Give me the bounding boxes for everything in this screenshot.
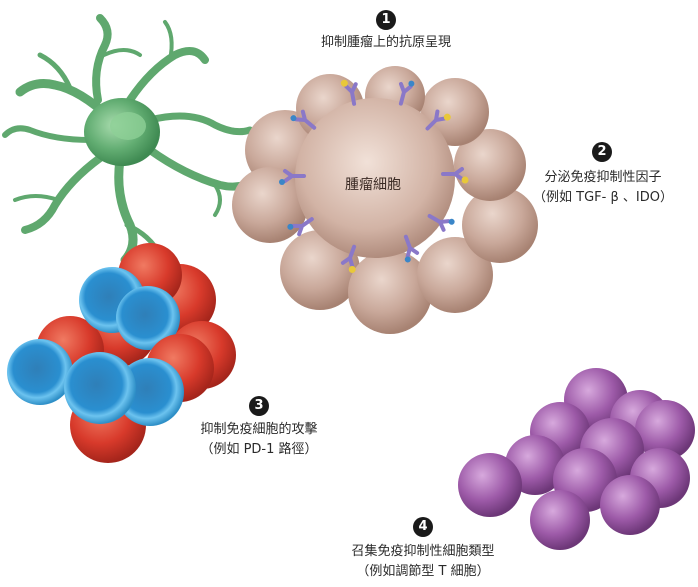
annotation-3-line1: 抑制免疫細胞的攻擊: [174, 420, 344, 439]
dendritic-cell-illustration: [5, 18, 255, 260]
tumor-cell-label: 腫瘤細胞: [318, 174, 428, 194]
step-number-1: 1: [376, 10, 396, 30]
tumor-cell-illustration: [232, 66, 538, 334]
annotation-4-line1: 召集免疫抑制性細胞類型: [318, 542, 528, 561]
annotation-3-line2: （例如 PD-1 路徑）: [174, 440, 344, 459]
regulatory-cell-cluster: [458, 368, 695, 550]
annotation-1-text: 抑制腫瘤上的抗原呈現: [286, 33, 486, 52]
step-number-3: 3: [249, 396, 269, 416]
step-number-4: 4: [413, 517, 433, 537]
annotation-2-line2: （例如 TGF- β 、IDO）: [518, 188, 688, 207]
annotation-4-line2: （例如調節型 T 細胞）: [318, 562, 528, 581]
step-number-2: 2: [592, 142, 612, 162]
annotation-2-line1: 分泌免疫抑制性因子: [518, 168, 688, 187]
